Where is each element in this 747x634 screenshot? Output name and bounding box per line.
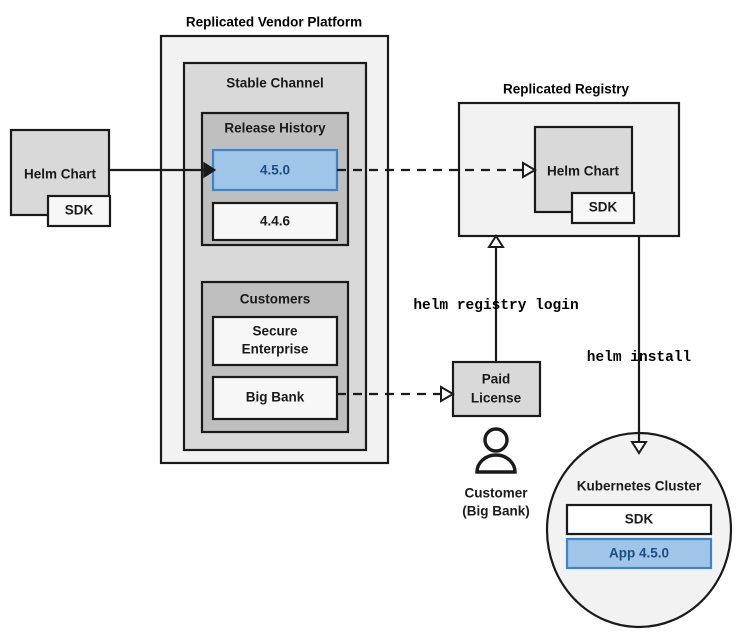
paid-license-line1: Paid xyxy=(482,372,511,387)
edge-registry-to-cluster: helm install xyxy=(587,236,692,455)
node-kubernetes-cluster: Kubernetes Cluster SDK App 4.5.0 xyxy=(545,431,733,629)
registry-sdk-box xyxy=(570,191,636,225)
k8s-sdk-box xyxy=(565,503,713,536)
edge-chart-to-release xyxy=(109,161,217,179)
release-4-5-0-label: 4.5.0 xyxy=(260,163,290,178)
edge-registry-to-cluster-arrowhead xyxy=(630,441,648,455)
edge-bigbank-to-license-arrowhead xyxy=(440,385,455,403)
edge-license-to-registry: helm registry login xyxy=(413,234,579,362)
customer-secure-enterprise-box[interactable] xyxy=(211,315,339,367)
k8s-app-box xyxy=(565,537,713,570)
customer-big-bank-label: Big Bank xyxy=(246,390,305,405)
customer-secure-enterprise-line1: Secure xyxy=(252,324,298,339)
release-history-label: Release History xyxy=(224,121,326,136)
node-source-helm-chart: Helm Chart SDK xyxy=(9,128,112,228)
source-helm-chart-label: Helm Chart xyxy=(24,167,97,182)
customer-person: Customer (Big Bank) xyxy=(462,427,530,519)
edge-release-to-registry xyxy=(337,161,537,179)
edge-license-to-registry-label: helm registry login xyxy=(413,298,578,314)
edge-registry-to-cluster-label: helm install xyxy=(587,350,692,366)
registry-helm-chart-label: Helm Chart xyxy=(547,164,620,179)
node-replicated-registry: Helm Chart SDK xyxy=(457,101,681,238)
customers-label: Customers xyxy=(240,292,311,307)
customer-big-bank-box[interactable] xyxy=(211,375,339,421)
source-sdk-box xyxy=(46,194,112,228)
k8s-cluster-label: Kubernetes Cluster xyxy=(577,479,702,494)
vendor-platform-title: Replicated Vendor Platform xyxy=(186,15,362,30)
registry-sdk-label: SDK xyxy=(589,200,618,215)
k8s-app-label: App 4.5.0 xyxy=(609,546,669,561)
edge-license-to-registry-arrowhead xyxy=(487,234,505,248)
person-body-icon xyxy=(475,453,517,474)
paid-license-line2: License xyxy=(471,391,522,406)
k8s-sdk-label: SDK xyxy=(625,512,654,527)
release-4-4-6-label: 4.4.6 xyxy=(260,214,291,229)
node-vendor-platform: Stable Channel Release History 4.5.0 4.4… xyxy=(159,34,390,465)
edge-release-to-registry-arrowhead xyxy=(522,161,537,179)
registry-title: Replicated Registry xyxy=(503,82,630,97)
node-paid-license: Paid License xyxy=(451,360,542,418)
release-4-4-6-box[interactable] xyxy=(211,201,339,242)
stable-channel-label: Stable Channel xyxy=(226,76,324,91)
person-head-icon xyxy=(483,427,509,453)
edge-bigbank-to-license xyxy=(337,385,455,403)
edge-chart-to-release-arrowhead xyxy=(203,161,217,179)
customer-person-line2: (Big Bank) xyxy=(462,504,530,519)
source-sdk-label: SDK xyxy=(65,203,94,218)
paid-license-box xyxy=(451,360,542,418)
customer-person-line1: Customer xyxy=(464,486,528,501)
customer-secure-enterprise-line2: Enterprise xyxy=(242,342,309,357)
